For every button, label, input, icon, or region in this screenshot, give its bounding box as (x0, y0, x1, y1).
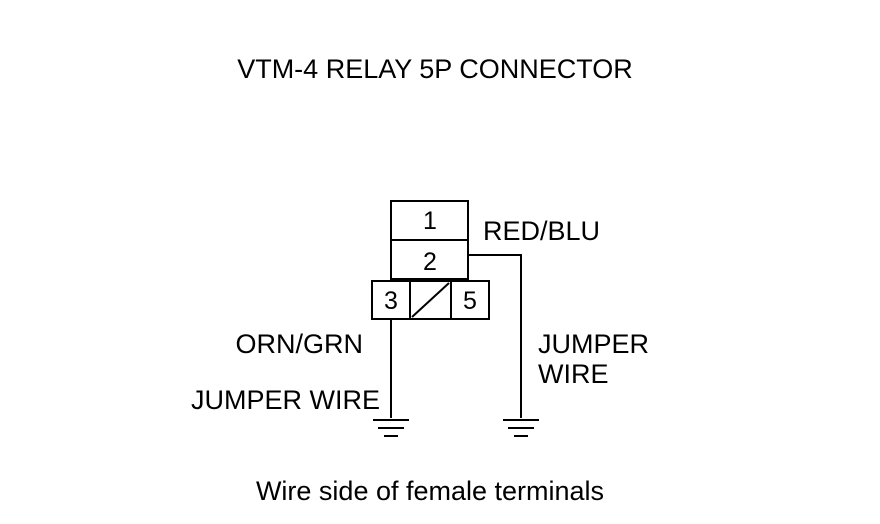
ground-symbol-left (373, 419, 409, 437)
pin-1-label: 1 (423, 207, 437, 235)
connector-5p (371, 200, 490, 320)
pin-2-label: 2 (423, 248, 437, 276)
pin-2-jumper-label-line2: WIRE (538, 359, 609, 389)
pin-2-wire (468, 254, 522, 418)
pin-3-label: 3 (384, 287, 398, 315)
cavity-2 (390, 239, 469, 280)
pin-5-label: 5 (463, 287, 477, 315)
unused-cavity-slash (411, 282, 450, 318)
cavity-row-3-5 (371, 280, 490, 320)
pin-2-wire-color: RED/BLU (483, 216, 600, 246)
ground-symbol-right (503, 419, 539, 437)
pin-3-jumper-label: JUMPER WIRE (191, 385, 380, 415)
pin-3-wire-color: ORN/GRN (236, 329, 364, 359)
pin-2-jumper-label-line1: JUMPER (538, 329, 649, 359)
diagram-title: VTM-4 RELAY 5P CONNECTOR (237, 54, 633, 84)
diagram-caption: Wire side of female terminals (256, 476, 604, 506)
